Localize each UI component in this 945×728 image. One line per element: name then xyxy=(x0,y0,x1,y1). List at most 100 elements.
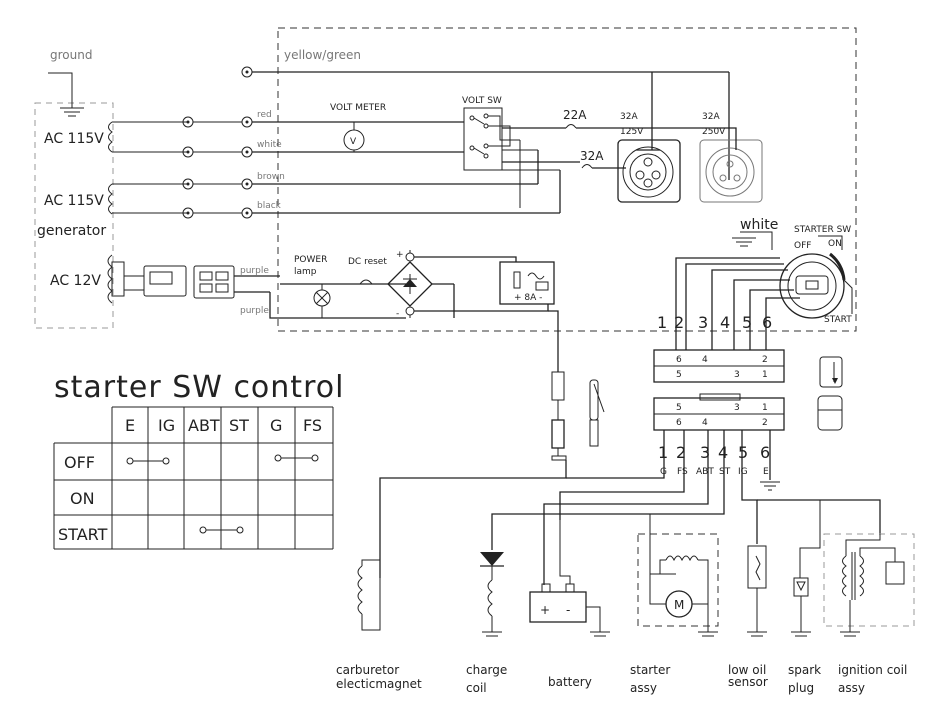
col-ig: IG xyxy=(158,416,175,435)
generator-outline xyxy=(34,102,114,329)
fuse-8a-label: + 8A - xyxy=(514,293,542,303)
conn-bot-pin-2: 2 xyxy=(676,443,686,462)
conn-top-pin-5: 5 xyxy=(742,313,752,332)
col-fs: FS xyxy=(303,416,322,435)
label-plug: plug xyxy=(788,681,814,695)
conn-bot-pin-3: 3 xyxy=(700,443,710,462)
connector-e-ground xyxy=(760,481,780,491)
conn-bot-r1-c: 1 xyxy=(762,403,768,413)
conn-bot-r2-b: 4 xyxy=(702,418,708,428)
battery-minus: - xyxy=(566,603,570,617)
label-coil: coil xyxy=(466,681,487,695)
conn-bot-sig-ig: IG xyxy=(738,467,748,477)
white-ground-label: white xyxy=(740,217,778,233)
st-wire xyxy=(491,474,725,550)
battery-plus: + xyxy=(540,603,550,617)
starter-sw-on: ON xyxy=(828,239,842,249)
connection-start-abt-st xyxy=(199,526,244,534)
connector-bottom-wires xyxy=(663,430,771,480)
power-lamp-label-2: lamp xyxy=(294,267,317,277)
volt-switch-contacts xyxy=(469,113,580,208)
breaker-32a xyxy=(581,164,593,169)
conn-top-r1-c: 2 xyxy=(762,355,768,365)
battery-symbol xyxy=(529,520,610,637)
control-box-outline xyxy=(277,27,857,332)
connection-off-e-ig xyxy=(126,457,170,465)
conn-bot-r1-b: 3 xyxy=(734,403,740,413)
conn-bot-r2-a: 6 xyxy=(676,418,682,428)
conn-top-r2-c: 1 xyxy=(762,370,768,380)
conn-bot-r1-a: 5 xyxy=(676,403,682,413)
black-label: black xyxy=(257,201,282,211)
generator-label: generator xyxy=(37,223,106,239)
volt-switch xyxy=(463,107,503,171)
conn-bot-sig-abt: ABT xyxy=(696,467,714,477)
carburetor-wire xyxy=(379,460,567,578)
dc-reset-breaker xyxy=(359,279,373,285)
ac-wires xyxy=(252,121,561,214)
outlet-125v xyxy=(617,139,681,203)
starter-motor-m: M xyxy=(674,598,684,612)
conn-bot-pin-1: 1 xyxy=(658,443,668,462)
conn-top-pin-6: 6 xyxy=(762,313,772,332)
col-e: E xyxy=(125,416,135,435)
conn-bot-pin-6: 6 xyxy=(760,443,770,462)
breaker-22a-label: 22A xyxy=(563,108,587,122)
red-label: red xyxy=(257,110,272,120)
starter-switch-symbol xyxy=(779,235,853,319)
dc-reset-label: DC reset xyxy=(348,257,387,267)
yellow-green-label: yellow/green xyxy=(284,48,361,62)
ac115v-label-1: AC 115V xyxy=(44,131,104,147)
ac115-coil-1 xyxy=(108,121,188,153)
power-lamp-label: POWER xyxy=(294,255,327,265)
white-label: white xyxy=(257,140,282,150)
outlet2-amp: 32A xyxy=(702,112,720,122)
label-charge: charge xyxy=(466,663,507,677)
conn-bot-pin-5: 5 xyxy=(738,443,748,462)
row-off: OFF xyxy=(64,453,95,472)
purple-label-1: purple xyxy=(240,266,269,276)
ground-symbol xyxy=(60,107,84,117)
starter-sw-off: OFF xyxy=(794,241,811,251)
volt-meter-v: V xyxy=(350,137,357,147)
dc-output-wire xyxy=(548,310,559,372)
row-on: ON xyxy=(70,489,95,508)
ig-bus xyxy=(757,499,881,534)
carburetor-coil xyxy=(357,559,381,631)
white-ground-symbol xyxy=(732,237,756,247)
label-sensor: sensor xyxy=(728,675,768,689)
label-carburetor: carburetor xyxy=(336,663,399,677)
conn-bot-r2-c: 2 xyxy=(762,418,768,428)
bridge-rectifier xyxy=(387,250,455,318)
conn-bot-sig-st: ST xyxy=(719,467,731,477)
label-starter-assy: assy xyxy=(630,681,657,695)
ac115-coil-2 xyxy=(108,183,188,215)
conn-bot-pin-4: 4 xyxy=(718,443,728,462)
fs-wire xyxy=(559,474,685,520)
conn-top-pin-1: 1 xyxy=(657,313,667,332)
conn-bot-sig-fs: FS xyxy=(677,467,688,477)
switch-wires xyxy=(675,257,800,350)
low-oil-sensor xyxy=(747,545,767,637)
outlet1-volt: 125V xyxy=(620,127,644,137)
connection-off-g-fs xyxy=(274,454,319,462)
brown-label: brown xyxy=(257,172,285,182)
conn-top-r2-b: 3 xyxy=(734,370,740,380)
label-starter: starter xyxy=(630,663,670,677)
col-st: ST xyxy=(229,416,249,435)
control-table-grid xyxy=(53,406,334,550)
outlet2-volt: 250V xyxy=(702,127,726,137)
ac12v-coil xyxy=(107,254,125,304)
label-battery: battery xyxy=(548,675,592,689)
purple-label-2: purple xyxy=(240,306,269,316)
volt-meter-label: VOLT METER xyxy=(330,103,386,113)
breaker-32a-label: 32A xyxy=(580,149,604,163)
ac115v-label-2: AC 115V xyxy=(44,193,104,209)
col-abt: ABT xyxy=(188,416,220,435)
col-g: G xyxy=(270,416,282,435)
connector-top xyxy=(653,349,785,383)
conn-bot-sig-e: E xyxy=(763,467,769,477)
label-low-oil: low oil xyxy=(728,663,766,677)
